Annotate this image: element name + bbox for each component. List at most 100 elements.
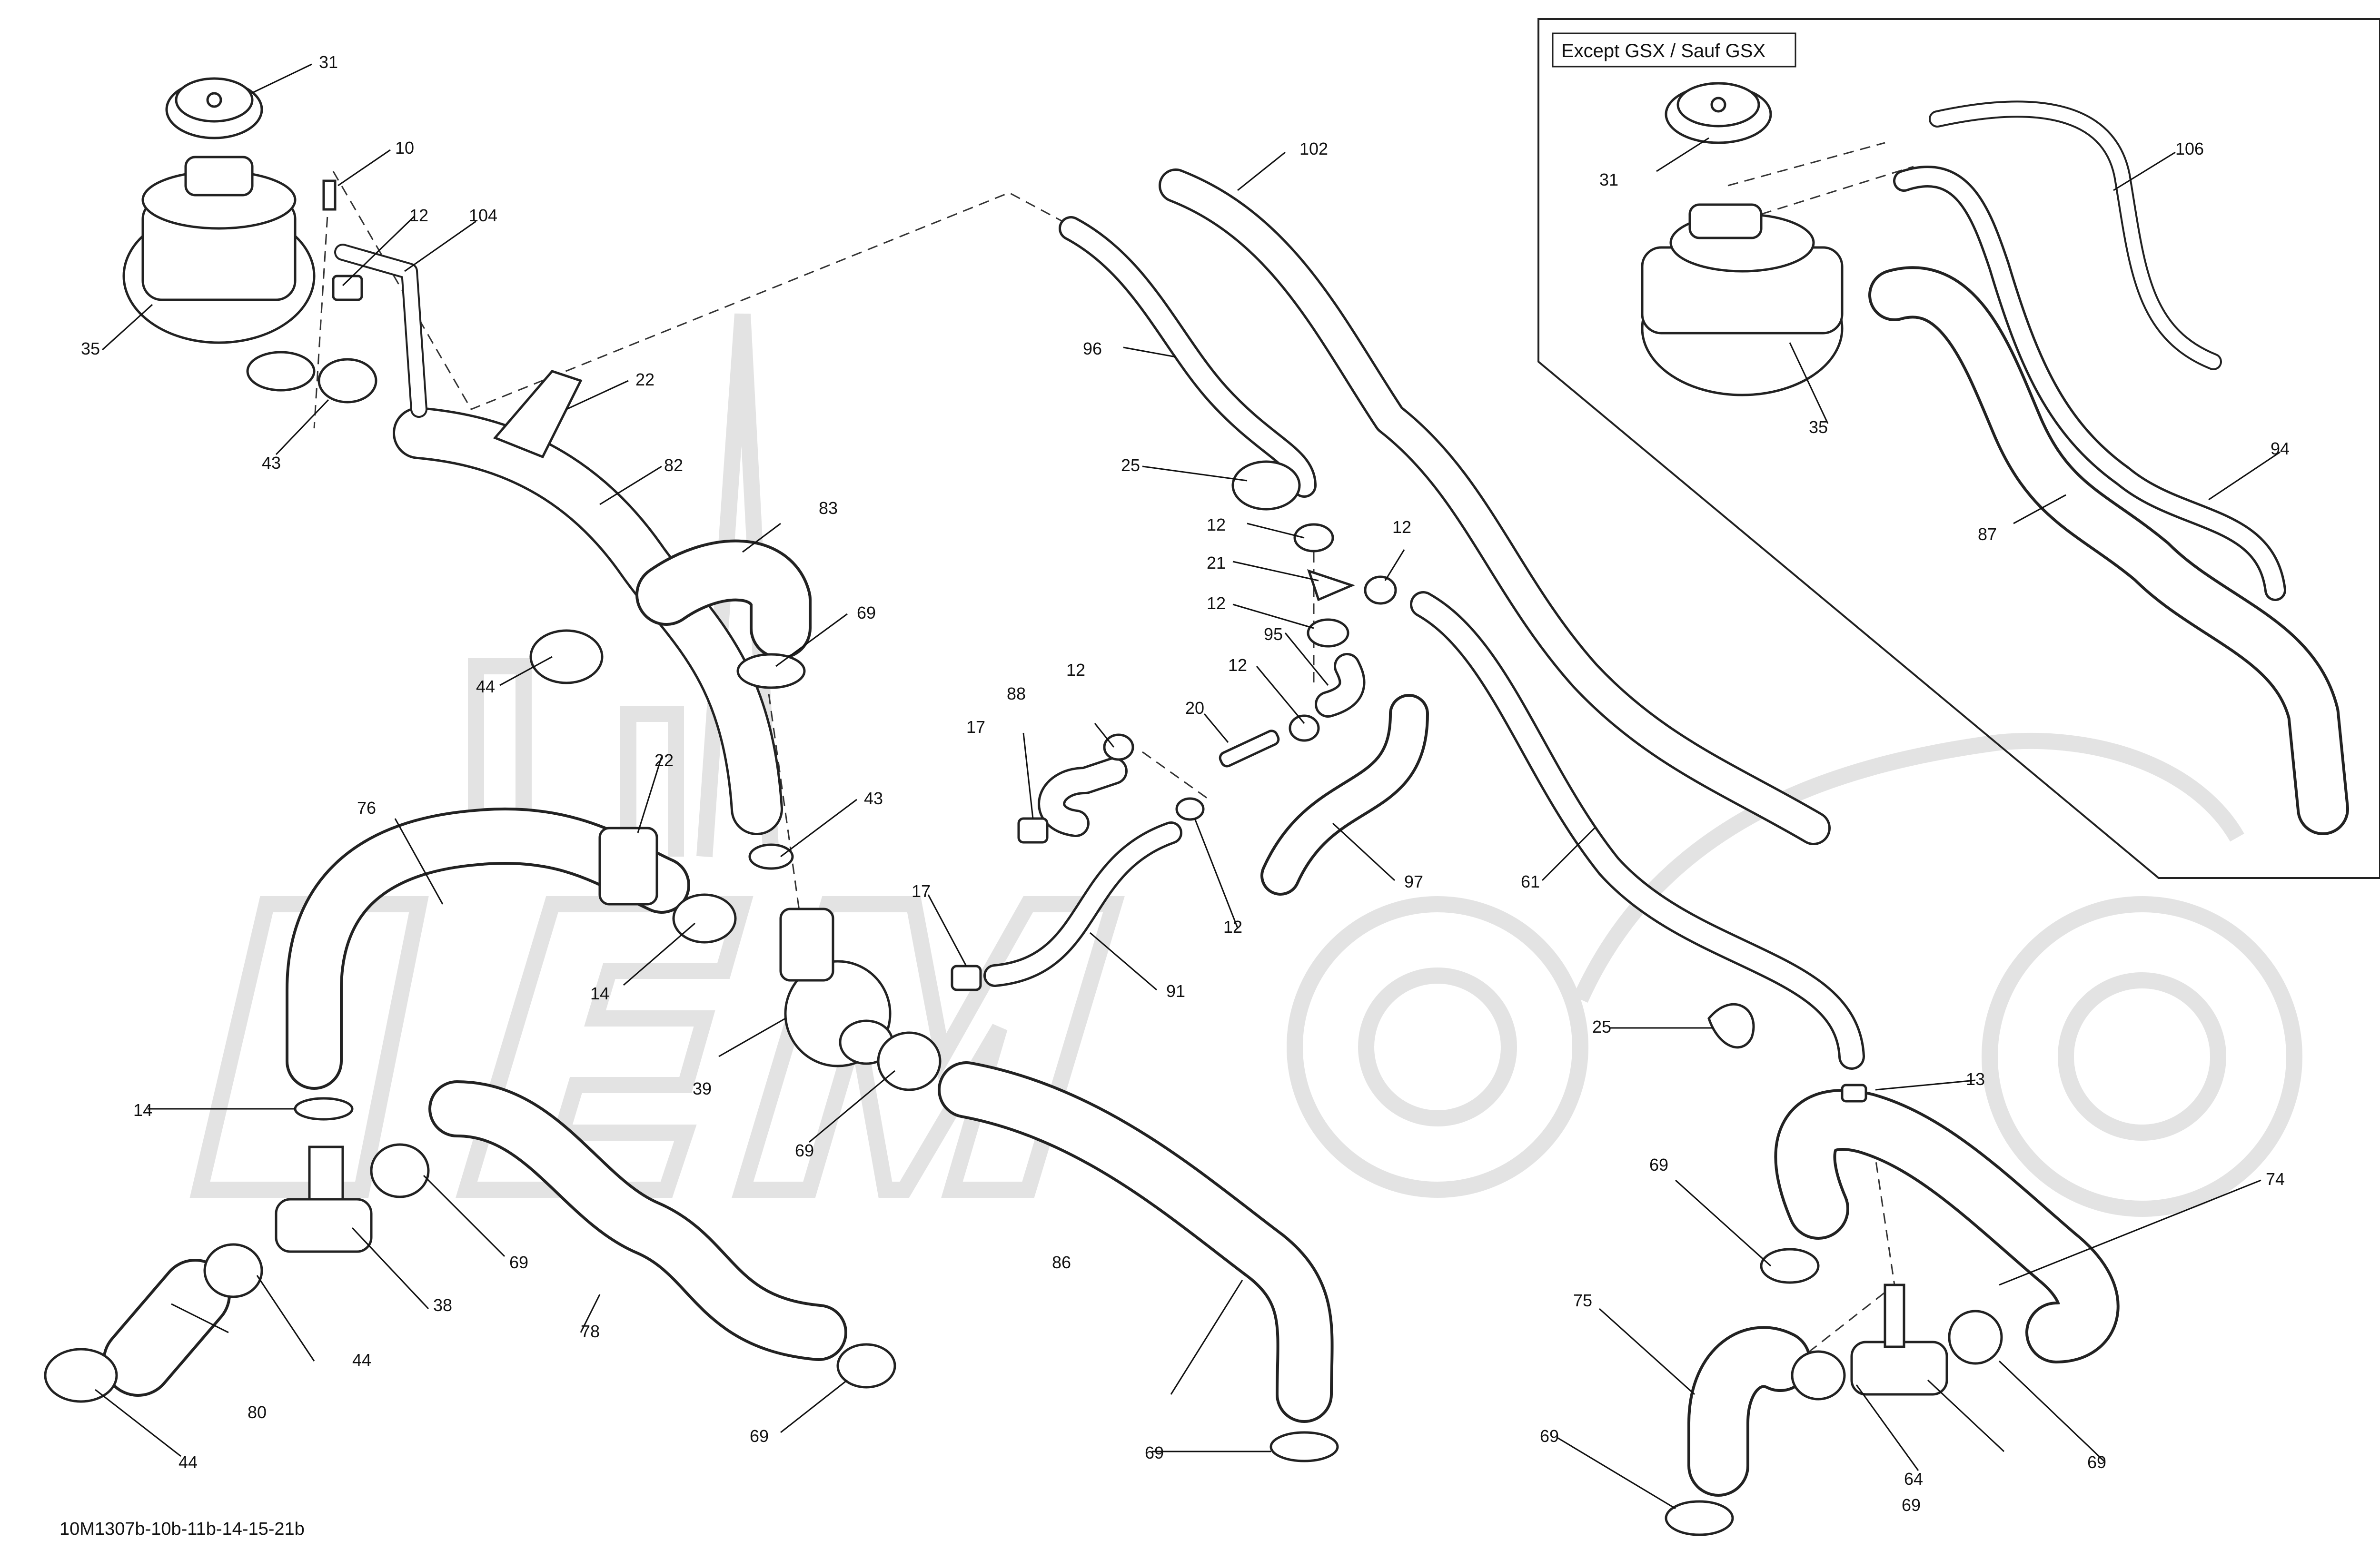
watermark-wheel-rear-hub xyxy=(2058,972,2226,1141)
clamp-13 xyxy=(1841,1084,1867,1103)
callout-43-lower: 43 xyxy=(864,789,883,808)
callout-44-middle: 44 xyxy=(352,1350,371,1370)
callout-44: 44 xyxy=(476,677,495,696)
callout-21: 21 xyxy=(1207,553,1226,573)
callout-12-d: 12 xyxy=(1392,517,1411,537)
dash-line-tank-clamps xyxy=(313,199,329,429)
callout-69-right-upper: 69 xyxy=(1649,1155,1668,1175)
clamp-12-c xyxy=(1307,618,1349,648)
watermark-wheel-rear xyxy=(1982,896,2302,1217)
callout-12-c: 12 xyxy=(1207,593,1226,613)
watermark-bike-frame xyxy=(1573,733,2244,1003)
callout-86: 86 xyxy=(1052,1253,1071,1272)
clamp-69-lower-left xyxy=(836,1343,896,1389)
callout-31: 31 xyxy=(319,52,338,72)
callout-102: 102 xyxy=(1299,139,1328,158)
components xyxy=(44,77,2003,1536)
callout-104: 104 xyxy=(469,206,497,225)
clamp-69-right-middle xyxy=(1791,1350,1846,1401)
callout-12-e: 12 xyxy=(1228,655,1247,675)
callout-35-inset: 35 xyxy=(1809,417,1828,437)
callout-69-lower-left: 69 xyxy=(750,1426,769,1446)
clamp-25-lower xyxy=(1707,1003,1755,1049)
clamp-69-right-tee xyxy=(1948,1310,2003,1365)
callout-38: 38 xyxy=(433,1295,452,1315)
callout-17: 17 xyxy=(966,717,985,737)
clamp-25-upper xyxy=(1231,460,1301,511)
callout-25: 25 xyxy=(1121,455,1140,475)
callout-87: 87 xyxy=(1978,524,1997,544)
callout-82: 82 xyxy=(664,455,683,475)
thermostat-housing xyxy=(779,908,894,1067)
callout-69-right-bottom: 69 xyxy=(1540,1426,1559,1446)
callout-75: 75 xyxy=(1573,1291,1592,1310)
callout-25-lower: 25 xyxy=(1592,1017,1611,1037)
watermark-letters xyxy=(189,896,754,1198)
clamp-44-upper xyxy=(529,629,604,684)
clamp-12-g xyxy=(1175,797,1205,821)
callout-96: 96 xyxy=(1083,339,1102,358)
clip-17-lower xyxy=(951,965,982,991)
watermark-wheel-front xyxy=(1287,896,1588,1198)
inset-label: Except GSX / Sauf GSX xyxy=(1561,40,1765,61)
callout-69-bottom-center: 69 xyxy=(1145,1443,1164,1462)
inset-reservoir-tank xyxy=(1641,203,1844,396)
callout-88: 88 xyxy=(1007,684,1026,703)
callout-12-b: 12 xyxy=(1207,515,1226,534)
callout-64: 64 xyxy=(1904,1469,1923,1489)
callout-80: 80 xyxy=(248,1402,267,1422)
fitting-21 xyxy=(1307,569,1356,602)
reservoir-outlet xyxy=(246,351,316,392)
clamp-43-lower xyxy=(748,843,794,870)
clamp-small xyxy=(332,275,363,301)
bracket-22-upper xyxy=(493,370,583,459)
callout-10: 10 xyxy=(395,138,414,158)
callout-95: 95 xyxy=(1264,624,1283,644)
hoses xyxy=(102,100,2349,1497)
callout-12-f: 12 xyxy=(1066,660,1085,680)
callout-39: 39 xyxy=(693,1079,712,1098)
document-code: 10M1307b-10b-11b-14-15-21b xyxy=(60,1519,305,1539)
callout-69-tee: 69 xyxy=(509,1253,528,1272)
clamp-12-d xyxy=(1364,575,1397,605)
callout-61: 61 xyxy=(1521,872,1540,891)
clip-17-upper xyxy=(1017,817,1049,844)
callout-20: 20 xyxy=(1185,698,1204,718)
callout-97: 97 xyxy=(1404,872,1423,891)
callout-44-lower: 44 xyxy=(178,1452,198,1472)
inset-label-box xyxy=(1552,32,1796,68)
callout-14-lower: 14 xyxy=(133,1100,152,1120)
clamp-43-upper xyxy=(317,358,377,404)
fitting-20 xyxy=(1219,730,1280,768)
clamp-69-bottom-center xyxy=(1269,1431,1339,1462)
callout-12-g: 12 xyxy=(1223,917,1242,937)
clamp-12-e xyxy=(1289,714,1320,742)
clamp-14-lower xyxy=(294,1097,354,1121)
callout-22: 22 xyxy=(635,370,654,389)
callout-78: 78 xyxy=(581,1322,600,1341)
reservoir-tank xyxy=(122,156,316,392)
leader-lines xyxy=(95,63,2281,1510)
callout-94: 94 xyxy=(2271,439,2290,458)
callout-91: 91 xyxy=(1166,981,1185,1001)
clamp-44-lower xyxy=(44,1348,118,1403)
clamp-69-thermostat xyxy=(877,1031,942,1091)
callout-13: 13 xyxy=(1966,1069,1985,1089)
inset-except-gsx: Except GSX / Sauf GSX xyxy=(1537,18,2380,879)
dash-line-inset xyxy=(1727,142,1914,215)
callout-43: 43 xyxy=(262,453,281,473)
callout-69: 69 xyxy=(857,603,876,622)
inset-reservoir-cap xyxy=(1665,82,1772,144)
reservoir-cap xyxy=(165,77,263,139)
clamp-69-tee xyxy=(370,1143,430,1198)
bolt xyxy=(322,179,337,211)
callout-106: 106 xyxy=(2175,139,2204,158)
clamp-12-b xyxy=(1293,523,1334,553)
callout-22-lower: 22 xyxy=(654,750,674,770)
callout-12: 12 xyxy=(409,206,428,225)
callouts: 31 10 12 104 35 22 43 82 83 69 44 22 76 … xyxy=(81,52,2290,1515)
callout-69-right-tee: 69 xyxy=(2087,1452,2106,1472)
clamp-44-middle xyxy=(203,1243,263,1298)
clamp-69-right-upper xyxy=(1760,1248,1820,1284)
